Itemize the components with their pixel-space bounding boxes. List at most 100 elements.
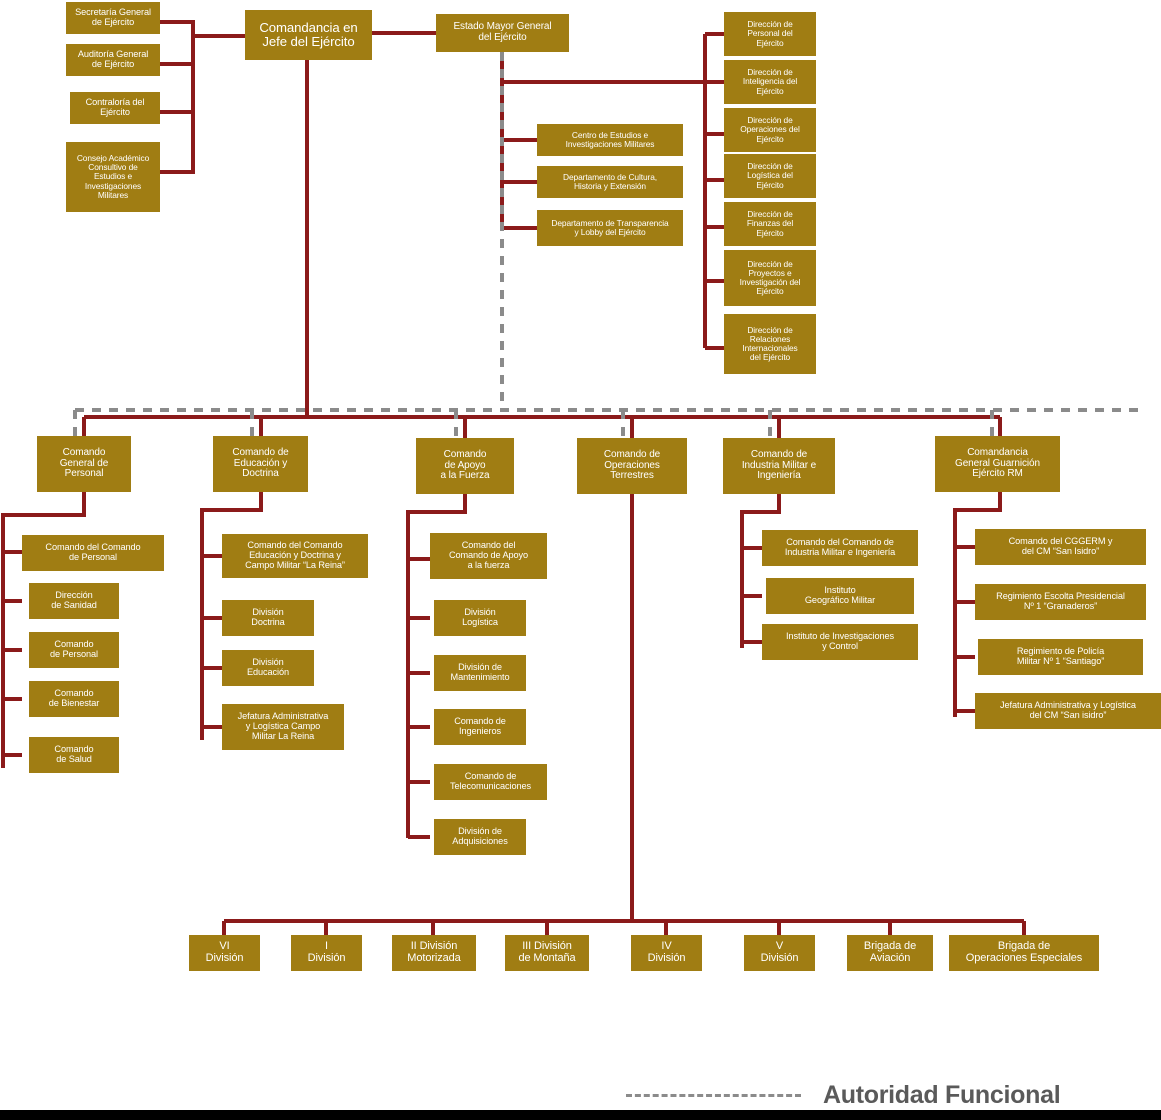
- legend-label: Autoridad Funcional: [823, 1080, 1061, 1109]
- legend-dashed-line-icon: [626, 1093, 801, 1097]
- node-label: Departamento de Cultura,Historia y Exten…: [563, 171, 657, 191]
- footer-bar: [0, 1110, 1161, 1120]
- legend: Autoridad Funcional: [626, 1075, 1156, 1115]
- node-departamento-cultura[interactable]: Departamento de Cultura,Historia y Exten…: [537, 166, 683, 198]
